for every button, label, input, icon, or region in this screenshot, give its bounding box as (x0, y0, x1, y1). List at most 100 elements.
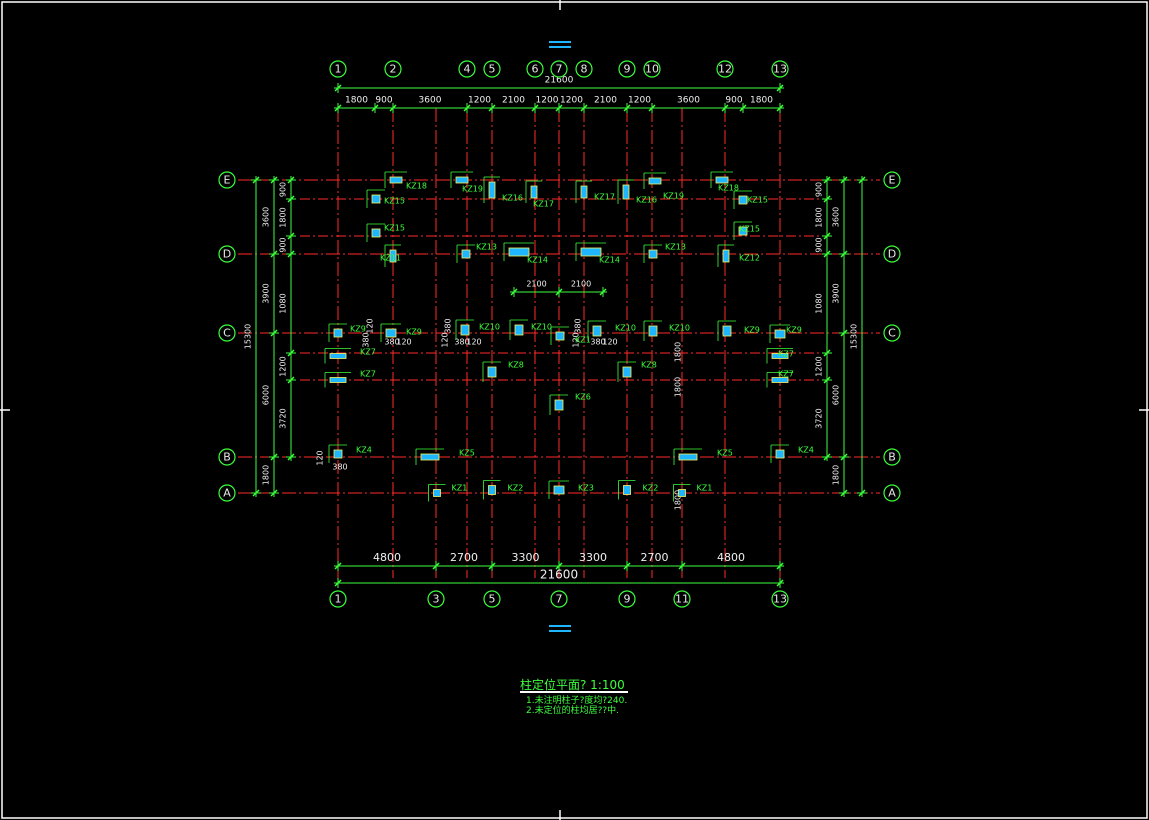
middle-dim-slash (599, 288, 607, 296)
column-label: KZ12 (739, 254, 760, 263)
axis-bubble-label: B (888, 451, 896, 464)
left-mid-dim-slash (270, 489, 278, 497)
axis-bubble-label: C (888, 327, 896, 340)
axis-bubble (883, 484, 901, 502)
axis-bubble (384, 60, 402, 78)
column (623, 485, 631, 495)
right-mid-dim-slash (840, 453, 848, 461)
local-dim-text: 380 (384, 338, 399, 347)
top-dim-slash (488, 104, 496, 112)
column-label: KZ9 (350, 325, 366, 334)
local-dim-text: 1800 (674, 342, 683, 362)
column (530, 185, 538, 199)
local-dim-text: 380 (574, 318, 583, 333)
top-dim-text: 900 (375, 96, 392, 106)
column (580, 185, 588, 199)
column (385, 328, 397, 338)
local-dim-text: 1800 (674, 377, 683, 397)
left-inner-dim-text: 1800 (279, 207, 288, 227)
right-mid-dim-text: 3600 (832, 207, 841, 227)
column (648, 177, 662, 185)
bottom-dim-text: 4800 (717, 551, 745, 564)
column (333, 449, 343, 459)
axis-bubble (218, 245, 236, 263)
column (775, 449, 785, 459)
top-dim-slash (721, 104, 729, 112)
axis-bubble (618, 60, 636, 78)
local-dim-text: 1800 (674, 490, 683, 510)
drawing-note-2: 2.未定位的柱均居??中. (526, 706, 620, 716)
axis-bubble (716, 60, 734, 78)
axis-bubble (643, 60, 661, 78)
top-dim-text: 3600 (677, 96, 700, 106)
column (508, 247, 530, 257)
axis-bubble-label: 12 (718, 63, 732, 76)
left-inner-dim-slash (287, 376, 295, 384)
column (487, 366, 497, 378)
column (648, 249, 658, 259)
left-inner-dim-slash (287, 195, 295, 203)
right-mid-dim-slash (840, 250, 848, 258)
axis-bubble (550, 60, 568, 78)
axis-bubble-label: 5 (489, 593, 496, 606)
column-label: KZ18 (718, 184, 739, 193)
left-mid-dim-slash (270, 453, 278, 461)
top-dim-slash (648, 104, 656, 112)
column (771, 353, 789, 359)
left-mid-dim-slash (270, 176, 278, 184)
axis-bubble-label: 9 (624, 63, 631, 76)
column (722, 249, 730, 263)
axis-bubble (771, 60, 789, 78)
axis-bubble (458, 60, 476, 78)
local-dim-text: 380 (454, 338, 469, 347)
column (460, 324, 470, 336)
bottom-total-dim-slash (776, 579, 784, 587)
column-label: KZ5 (459, 449, 475, 458)
column (420, 453, 440, 461)
right-mid-dim-slash (840, 329, 848, 337)
drawing-title: 柱定位平面? 1:100 (520, 678, 625, 692)
top-dim-text: 2100 (594, 96, 617, 106)
column-label: KZ4 (798, 446, 814, 455)
left-mid-dim-slash (270, 329, 278, 337)
bottom-dim-text: 3300 (579, 551, 607, 564)
local-dim-text: 120 (602, 338, 617, 347)
column (678, 453, 698, 461)
left-inner-dim-slash (287, 232, 295, 240)
column-label: KZ9 (786, 326, 802, 335)
column (371, 194, 381, 204)
axis-bubble (673, 590, 691, 608)
column (554, 399, 564, 411)
right-inner-dim-slash (823, 453, 831, 461)
left-inner-dim-text: 1200 (279, 356, 288, 376)
right-mid-dim-text: 6000 (832, 385, 841, 405)
axis-bubble (483, 60, 501, 78)
column (329, 377, 347, 383)
column-label: KZ9 (744, 326, 760, 335)
axis-bubble (483, 590, 501, 608)
right-inner-dim-text: 3720 (815, 408, 824, 428)
column (329, 353, 347, 359)
bottom-dim-text: 3300 (512, 551, 540, 564)
left-total-dim-slash (252, 489, 260, 497)
top-dim-text: 900 (725, 96, 742, 106)
column (488, 181, 496, 199)
axis-bubble-label: A (888, 487, 896, 500)
column (715, 176, 729, 184)
bottom-dim-text: 2700 (641, 551, 669, 564)
column-label: KZ4 (356, 446, 372, 455)
axis-bubble-label: 10 (645, 63, 659, 76)
column-label: KZ17 (533, 200, 554, 209)
axis-bubble-label: 13 (773, 593, 787, 606)
right-mid-dim-slash (840, 176, 848, 184)
left-mid-dim-text: 3600 (262, 207, 271, 227)
axis-bubble-label: 13 (773, 63, 787, 76)
middle-dim-text: 2100 (526, 280, 546, 289)
column-label: KZ7 (360, 348, 376, 357)
axis-bubble (218, 448, 236, 466)
column-label: KZ3 (578, 484, 594, 493)
column-label: KZ17 (594, 193, 615, 202)
left-inner-dim-slash (287, 349, 295, 357)
